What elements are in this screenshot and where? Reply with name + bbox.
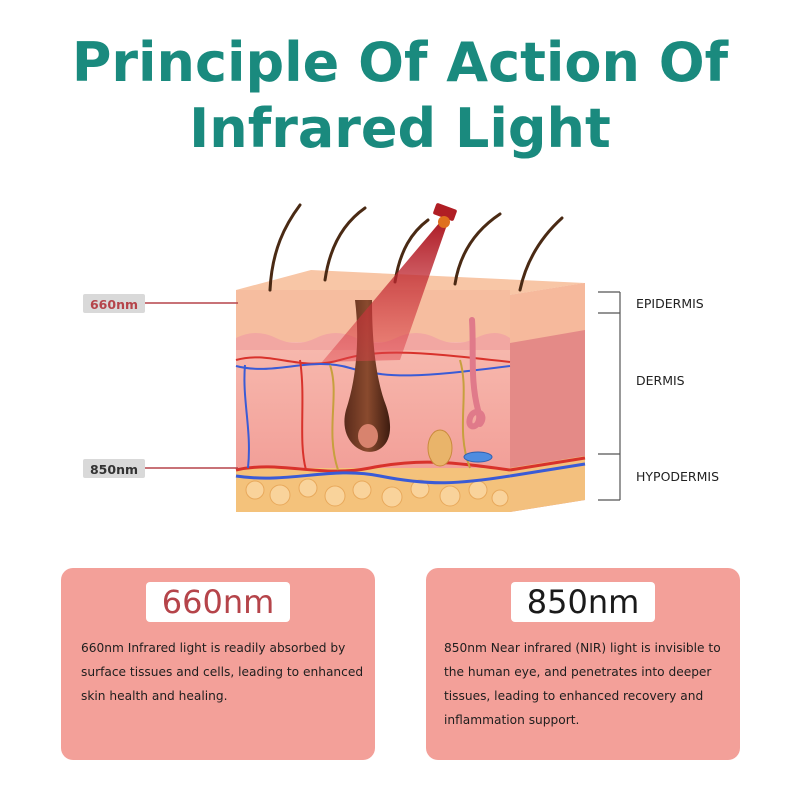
- card-850nm-description: 850nm Near infrared (NIR) light is invis…: [444, 641, 721, 727]
- layer-brackets: [598, 291, 621, 501]
- card-660nm: 660nm 660nm Infrared light is readily ab…: [61, 568, 375, 760]
- label-850nm: 850nm: [90, 462, 138, 477]
- label-660nm: 660nm: [90, 297, 138, 312]
- epidermis-wave: [236, 333, 510, 350]
- marker-850nm: 850nm: [83, 459, 238, 478]
- hair-follicle: [344, 300, 391, 452]
- light-source-icon: [433, 203, 457, 228]
- nerve-ending: [463, 451, 493, 463]
- infrared-light-beam: [322, 222, 448, 362]
- blood-vessels: [235, 351, 586, 485]
- card-850nm-heading: 850nm: [511, 582, 655, 622]
- page-title-line-1: Principle Of Action Of: [71, 31, 729, 94]
- card-660nm-heading: 660nm: [146, 582, 290, 622]
- card-660nm-description: 660nm Infrared light is readily absorbed…: [81, 641, 364, 703]
- skin-block-side: [510, 283, 585, 512]
- layer-label-epidermis: EPIDERMIS: [636, 296, 704, 311]
- card-850nm: 850nm 850nm Near infrared (NIR) light is…: [426, 568, 740, 760]
- page-title-line-2: Infrared Light: [189, 97, 611, 160]
- sebaceous-gland: [427, 429, 453, 467]
- marker-660nm: 660nm: [83, 294, 238, 313]
- fat-cells: [245, 478, 509, 508]
- layer-label-hypodermis: HYPODERMIS: [636, 469, 719, 484]
- skin-cross-section-diagram: 660nm 850nm EPIDERMIS DERMIS HYPODERMIS: [83, 203, 719, 512]
- page-title: Principle Of Action Of Infrared Light: [0, 30, 800, 162]
- layer-label-dermis: DERMIS: [636, 373, 685, 388]
- sweat-gland: [466, 317, 486, 430]
